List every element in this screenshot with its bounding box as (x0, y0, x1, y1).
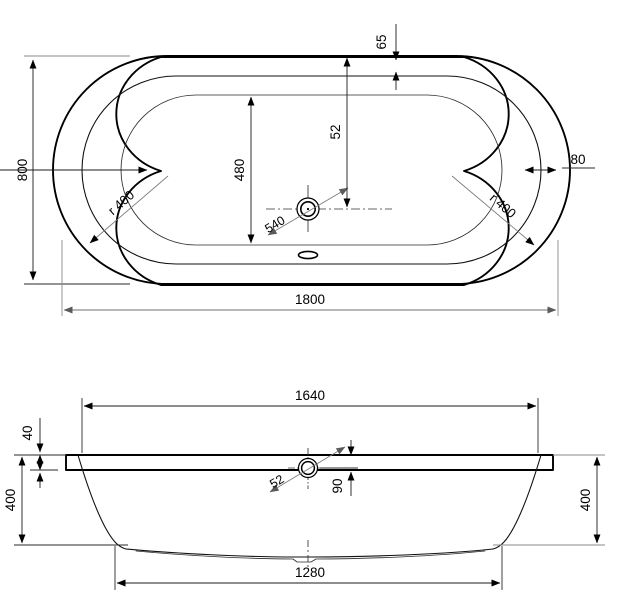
dimension-height-right-label: 400 (578, 489, 593, 512)
dimension-rim-thickness-label: 40 (20, 425, 35, 440)
dimension-inner-depth-label: 480 (232, 159, 247, 182)
section-wall-left (77, 454, 127, 550)
dimension-rim-length: 1640 (81, 388, 539, 453)
plan-rim-inner-outline (81, 75, 542, 265)
dimension-corner-radius-right-label: r 400 (487, 190, 519, 221)
dimension-height-left-label: 400 (3, 489, 18, 512)
plan-outer-stadium (52, 55, 571, 285)
dimension-drain-diameter-section: 52 (267, 446, 346, 493)
section-base-ridge (135, 550, 486, 563)
dimension-drain-depth-label: 90 (330, 478, 345, 493)
dimension-rim-width-label: 80 (570, 152, 585, 167)
dimension-rim-length-label: 1640 (295, 388, 325, 403)
dimension-inner-depth: 480 (232, 96, 255, 244)
dimension-drain-diameter-label: 540 (262, 213, 287, 236)
dimension-drain-from-top: 52 (328, 57, 351, 208)
section-basin-bottom (125, 548, 494, 558)
plan-view: 540 800 1800 80 (0, 24, 595, 316)
dimension-height-left: 400 (3, 454, 128, 546)
dimension-rim-offset: 65 (374, 24, 400, 90)
dimension-drain-depth: 90 (320, 440, 358, 496)
section-rim-slab (65, 454, 554, 471)
plan-basin-outline (120, 94, 503, 246)
dimension-drain-from-top-label: 52 (328, 124, 343, 139)
dimension-rim-width: 80 (524, 152, 595, 174)
dimension-base-length: 1280 (114, 546, 503, 590)
dimension-drain-diameter-section-label: 52 (267, 472, 286, 491)
dimension-overall-width-label: 1800 (295, 292, 325, 307)
section-view: 52 90 1640 1280 (3, 388, 605, 590)
dimension-corner-radius-left-label: r 400 (105, 187, 137, 218)
dimension-rim-thickness: 40 (14, 418, 58, 488)
plan-outer-outline (115, 56, 510, 286)
dimension-overall-width: 1800 (61, 240, 559, 316)
dimension-overall-depth-label: 800 (15, 159, 30, 182)
dimension-base-length-label: 1280 (295, 565, 325, 580)
section-wall-right (492, 454, 542, 550)
dimension-overall-depth: 800 (0, 55, 148, 285)
dimension-rim-offset-label: 65 (374, 34, 389, 49)
dimension-height-right: 400 (493, 454, 605, 546)
overflow-slot (297, 250, 319, 260)
dimension-corner-radius-left: r 400 (89, 175, 169, 244)
dimension-corner-radius-right: r 400 (451, 175, 535, 246)
